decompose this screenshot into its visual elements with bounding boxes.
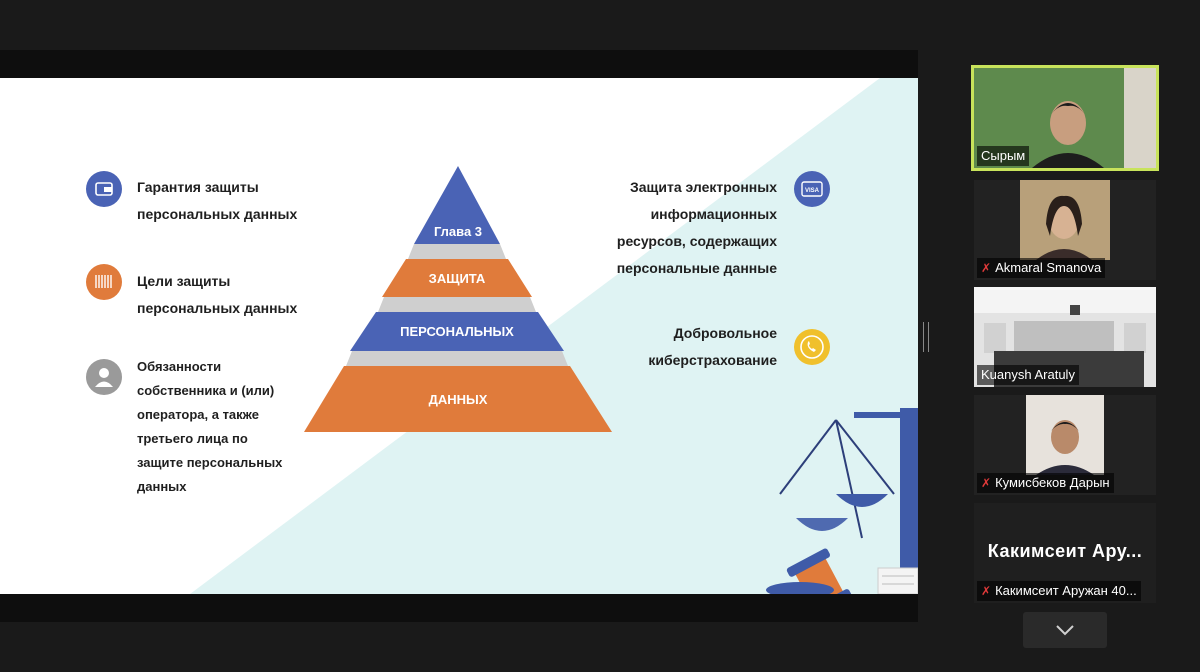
wallet-icon xyxy=(86,171,122,207)
left-item-3-label: Обязанности собственника и (или) операто… xyxy=(137,359,283,494)
muted-mic-icon: ✗ xyxy=(981,476,992,490)
muted-mic-icon: ✗ xyxy=(981,584,992,598)
pyramid-level-1 xyxy=(414,166,500,244)
pyramid-level-4 xyxy=(304,366,612,432)
right-item-1-label: Защита электронных информационных ресурс… xyxy=(616,179,777,276)
pyramid-label-4: ДАННЫХ xyxy=(429,392,488,407)
visa-card-icon: VISA xyxy=(794,171,830,207)
participant-name-5: ✗Какимсеит Аружан 40... xyxy=(977,581,1141,601)
participant-tile-4[interactable]: ✗Кумисбеков Дарын xyxy=(974,395,1156,495)
phone-icon xyxy=(794,329,830,365)
chevron-down-icon xyxy=(1056,625,1074,636)
participant-tile-5[interactable]: Какимсеит Ару... ✗Какимсеит Аружан 40... xyxy=(974,503,1156,603)
shared-screen: Гарантия защиты персональных данных Цели… xyxy=(0,50,918,622)
more-participants-button[interactable] xyxy=(1023,612,1107,648)
barcode-icon xyxy=(86,264,122,300)
participant-video-2 xyxy=(974,180,1156,280)
scales-and-gavel-illustration xyxy=(766,408,918,594)
muted-mic-icon: ✗ xyxy=(981,261,992,275)
panel-resize-handle[interactable] xyxy=(923,322,929,352)
pyramid-level-3 xyxy=(350,312,564,351)
pyramid-diagram: Глава 3 ЗАЩИТА ПЕРСОНАЛЬНЫХ ДАННЫХ xyxy=(304,166,612,432)
pyramid-label-1: Глава 3 xyxy=(434,224,482,239)
participant-name-2: ✗Akmaral Smanova xyxy=(977,258,1106,278)
participant-name-1: Сырым xyxy=(977,146,1030,166)
participant-name-4: ✗Кумисбеков Дарын xyxy=(977,473,1114,493)
pyramid-label-3: ПЕРСОНАЛЬНЫХ xyxy=(400,324,514,339)
participant-tile-2[interactable]: ✗Akmaral Smanova xyxy=(974,180,1156,280)
pyramid-level-2 xyxy=(382,259,532,297)
svg-text:VISA: VISA xyxy=(805,188,820,194)
presentation-slide: Гарантия защиты персональных данных Цели… xyxy=(0,78,918,594)
pyramid-label-2: ЗАЩИТА xyxy=(429,271,486,286)
participant-name-3: Kuanysh Aratuly xyxy=(977,365,1079,385)
participant-display-name-5: Какимсеит Ару... xyxy=(987,541,1143,561)
right-item-2-label: Добровольное киберстрахование xyxy=(648,325,777,368)
left-item-1-label: Гарантия защиты персональных данных xyxy=(137,179,298,222)
participant-tile-1[interactable]: Сырым xyxy=(971,65,1159,171)
participant-tile-3[interactable]: Kuanysh Aratuly xyxy=(974,287,1156,387)
left-item-2-label: Цели защиты персональных данных xyxy=(137,273,298,316)
person-icon xyxy=(86,359,122,395)
